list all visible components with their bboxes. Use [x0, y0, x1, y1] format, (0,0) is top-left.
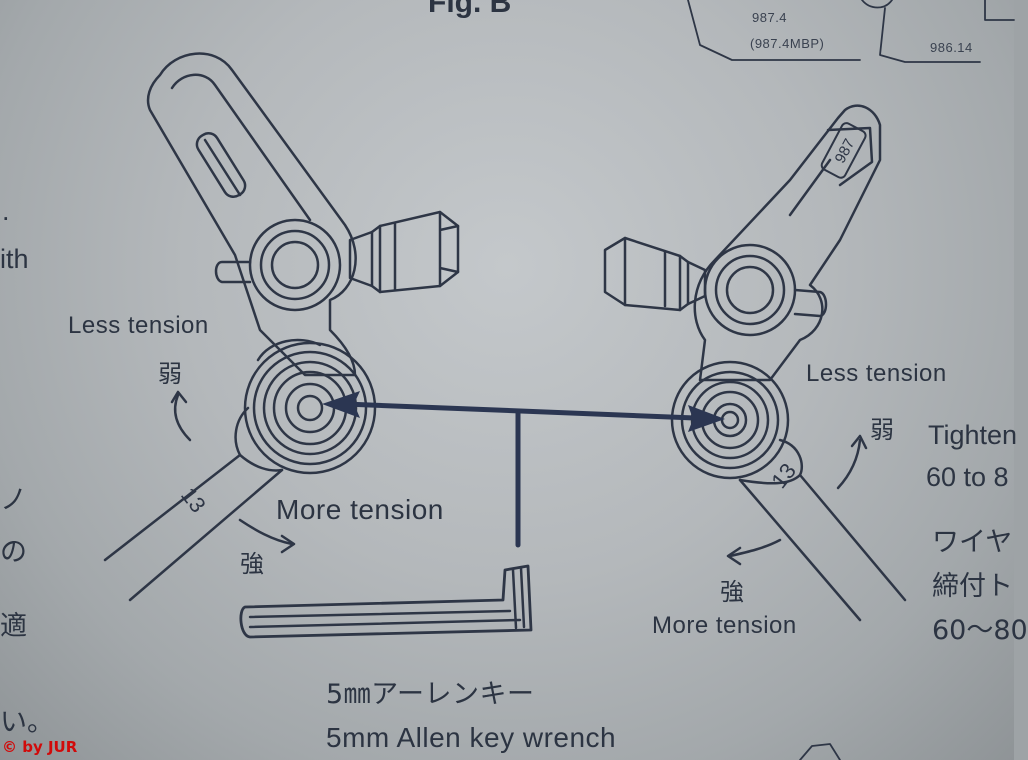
left-margin-line-4: の	[0, 537, 27, 568]
left-more-tension-jp: 強	[240, 550, 265, 578]
left-margin-line-1: .	[2, 196, 10, 226]
left-less-tension-label: Less tension	[68, 312, 209, 339]
figure-title: Fig. B	[428, 0, 512, 19]
left-less-tension-jp: 弱	[158, 360, 183, 388]
left-brake-arm	[103, 52, 460, 602]
right-margin-line-1: Tighten	[928, 420, 1018, 450]
right-wrench-size: 13	[766, 458, 801, 493]
left-margin-line-6: い。	[0, 707, 54, 738]
photo-credit: © by JUR	[2, 738, 78, 756]
part-code-right: 986.14	[930, 40, 973, 55]
allen-key-label-jp: 5㎜アーレンキー	[326, 679, 535, 710]
left-margin-line-2: ith	[0, 244, 29, 274]
right-more-tension-label: More tension	[652, 612, 797, 639]
right-margin-line-4: 締付ト	[932, 571, 1013, 602]
right-margin-line-5: 60〜80	[932, 615, 1028, 646]
left-margin-line-3: ノ	[0, 485, 27, 516]
right-more-tension-jp: 強	[720, 578, 745, 606]
right-less-tension-jp: 弱	[870, 416, 895, 444]
svg-text:987: 987	[832, 136, 859, 166]
right-margin-line-2: 60 to 8	[926, 462, 1009, 492]
left-wrench-size: 13	[176, 483, 211, 518]
part-code-left: 987.4	[752, 10, 788, 25]
part-code-left-alt: (987.4MBP)	[750, 36, 825, 51]
right-less-tension-label: Less tension	[806, 360, 947, 387]
allen-key-label-en: 5mm Allen key wrench	[326, 722, 617, 753]
left-more-tension-label: More tension	[276, 494, 444, 525]
right-margin-line-3: ワイヤ	[932, 527, 1013, 558]
left-margin-line-5: 適	[0, 611, 27, 642]
